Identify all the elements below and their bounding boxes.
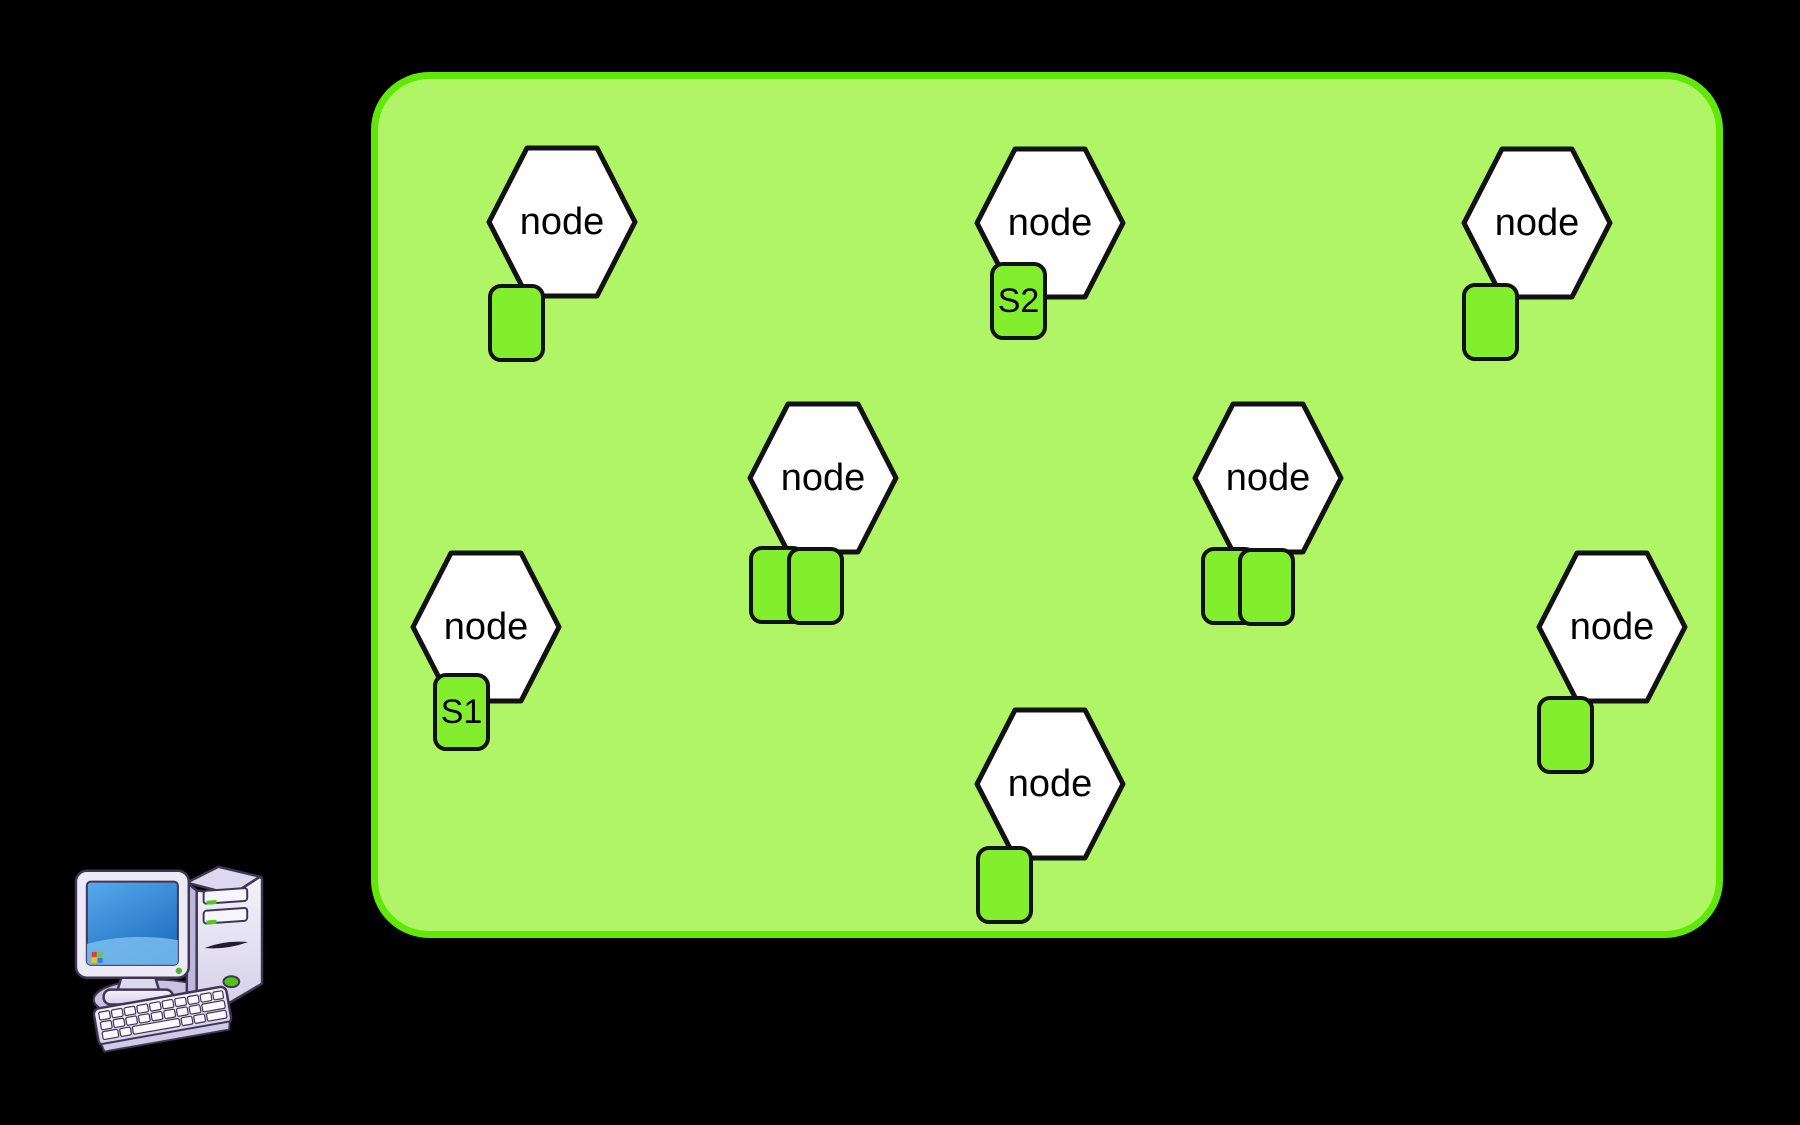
pod-label: S1 [440, 693, 483, 731]
desktop-computer-illustration [68, 852, 266, 1053]
node-hexagon: node [974, 707, 1126, 924]
hexagon-shape-icon [974, 707, 1126, 861]
keyboard [92, 985, 233, 1053]
pod-square [1462, 283, 1519, 361]
node-hexagon: node [1461, 146, 1613, 361]
pod-square [1238, 548, 1295, 626]
node-hexagon: node [747, 401, 899, 625]
pod-square [976, 846, 1033, 924]
node-hexagon: node [1192, 401, 1344, 626]
pod-square: S1 [433, 673, 490, 751]
node-hexagon: node S1 [410, 550, 562, 751]
hexagon-shape-icon [974, 146, 1126, 300]
desktop-computer-icon [74, 865, 264, 1053]
pod-square [488, 284, 545, 362]
hexagon-shape-icon [1192, 401, 1344, 555]
monitor [74, 869, 191, 1006]
node-hexagon: node [486, 145, 638, 362]
hexagon-shape-icon [486, 145, 638, 299]
hexagon-shape-icon [410, 550, 562, 704]
tower-case [183, 865, 264, 1005]
hexagon-shape-icon [1536, 550, 1688, 704]
pod-square [1537, 696, 1594, 774]
node-hexagon: node S2 [974, 146, 1126, 340]
pod-label: S2 [997, 282, 1040, 320]
hexagon-shape-icon [747, 401, 899, 555]
node-hexagon: node [1536, 550, 1688, 774]
hexagon-shape-icon [1461, 146, 1613, 300]
pod-square [787, 547, 844, 625]
pod-square: S2 [990, 262, 1047, 340]
